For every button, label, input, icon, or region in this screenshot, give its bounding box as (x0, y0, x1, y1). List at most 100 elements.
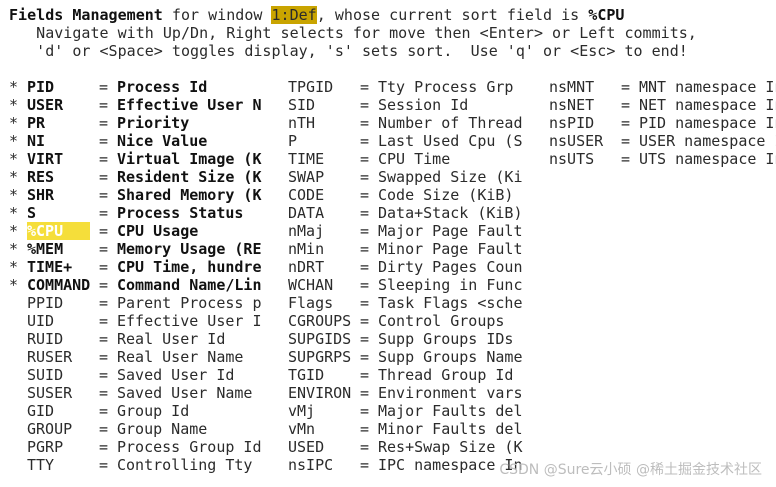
field-name-supgids[interactable]: SUPGIDS (288, 330, 352, 348)
field-name-nsuser[interactable]: nsUSER (549, 132, 604, 150)
field-separator: = (99, 78, 109, 96)
field-name-vmj[interactable]: vMj (288, 402, 316, 420)
field-name-code[interactable]: CODE (288, 186, 325, 204)
field-description: Sleeping in Func (378, 276, 523, 294)
field-description: Group Id (117, 402, 190, 420)
field-name-shr[interactable]: SHR (27, 186, 55, 204)
field-separator: = (99, 294, 109, 312)
field-name-environ[interactable]: ENVIRON (288, 384, 352, 402)
field-name-pr[interactable]: PR (27, 114, 46, 132)
field-name-nsuts[interactable]: nsUTS (549, 150, 595, 168)
field-separator: = (99, 114, 109, 132)
field-description: Major Page Fault (378, 222, 523, 240)
field-description: Res+Swap Size (K (378, 438, 523, 456)
field-description: Minor Faults del (378, 420, 523, 438)
field-name-vmn[interactable]: vMn (288, 420, 316, 438)
field-separator: = (99, 420, 109, 438)
field-name-flags[interactable]: Flags (288, 294, 334, 312)
field-name-used[interactable]: USED (288, 438, 325, 456)
field-separator: = (360, 348, 370, 366)
field-name-command[interactable]: COMMAND (27, 276, 91, 294)
field-name-ni[interactable]: NI (27, 132, 46, 150)
displayed-marker: * (9, 258, 19, 276)
field-separator: = (99, 330, 109, 348)
field-name-swap[interactable]: SWAP (288, 168, 325, 186)
field-name-data[interactable]: DATA (288, 204, 325, 222)
field-name-user[interactable]: USER (27, 96, 64, 114)
field-name-tpgid[interactable]: TPGID (288, 78, 334, 96)
field-description: Saved User Name (117, 384, 253, 402)
field-separator: = (360, 384, 370, 402)
field-name-s[interactable]: S (27, 204, 37, 222)
field-name-ruid[interactable]: RUID (27, 330, 64, 348)
field-name-tty[interactable]: TTY (27, 456, 55, 474)
field-separator: = (360, 132, 370, 150)
header-mid-text: for window (162, 6, 272, 24)
field-separator: = (99, 384, 109, 402)
field-name-time[interactable]: TIME+ (27, 258, 73, 276)
field-name-nmin[interactable]: nMin (288, 240, 325, 258)
header-line-1: Fields Management for window 1:Def, whos… (9, 6, 624, 24)
field-name-supgrps[interactable]: SUPGRPS (288, 348, 352, 366)
field-name-tgid[interactable]: TGID (288, 366, 325, 384)
field-separator: = (360, 366, 370, 384)
field-description: Group Name (117, 420, 208, 438)
field-name-suid[interactable]: SUID (27, 366, 64, 384)
field-separator: = (99, 312, 109, 330)
field-description: Supp Groups Name (378, 348, 523, 366)
field-name-virt[interactable]: VIRT (27, 150, 64, 168)
displayed-marker: * (9, 204, 19, 222)
field-description: Minor Page Fault (378, 240, 523, 258)
field-description: CPU Time (378, 150, 451, 168)
field-name-pid[interactable]: PID (27, 78, 55, 96)
displayed-marker: * (9, 132, 19, 150)
field-description: Parent Process p (117, 294, 262, 312)
window-name: 1:Def (271, 6, 317, 24)
displayed-marker: * (9, 222, 19, 240)
field-name-nmaj[interactable]: nMaj (288, 222, 325, 240)
field-description: Effective User I (117, 312, 262, 330)
field-name-wchan[interactable]: WCHAN (288, 276, 334, 294)
field-name-p[interactable]: P (288, 132, 298, 150)
field-description: Memory Usage (RE (117, 240, 262, 258)
field-description: Priority (117, 114, 190, 132)
field-description: Task Flags <sche (378, 294, 523, 312)
field-name-nsipc[interactable]: nsIPC (288, 456, 334, 474)
field-separator: = (360, 150, 370, 168)
field-description: Swapped Size (Ki (378, 168, 523, 186)
field-description: UTS namespace In (639, 150, 776, 168)
field-separator: = (360, 114, 370, 132)
field-name-ndrt[interactable]: nDRT (288, 258, 325, 276)
field-name-cgroups[interactable]: CGROUPS (288, 312, 352, 330)
field-name-pgrp[interactable]: PGRP (27, 438, 64, 456)
field-name-ppid[interactable]: PPID (27, 294, 64, 312)
field-description: Dirty Pages Coun (378, 258, 523, 276)
field-description: Process Status (117, 204, 244, 222)
field-name-mem[interactable]: %MEM (27, 240, 64, 258)
field-name-uid[interactable]: UID (27, 312, 55, 330)
field-name-nsnet[interactable]: nsNET (549, 96, 595, 114)
field-separator: = (360, 330, 370, 348)
field-name-sid[interactable]: SID (288, 96, 316, 114)
field-description: Environment vars (378, 384, 523, 402)
field-name-group[interactable]: GROUP (27, 420, 73, 438)
field-name-nth[interactable]: nTH (288, 114, 316, 132)
field-name-res[interactable]: RES (27, 168, 55, 186)
field-separator: = (99, 366, 109, 384)
field-separator: = (621, 96, 631, 114)
field-name-gid[interactable]: GID (27, 402, 55, 420)
field-description: Number of Thread (378, 114, 523, 132)
field-name-nspid[interactable]: nsPID (549, 114, 595, 132)
field-separator: = (99, 168, 109, 186)
field-name-ruser[interactable]: RUSER (27, 348, 73, 366)
field-name-time[interactable]: TIME (288, 150, 325, 168)
field-name-cpu[interactable]: %CPU (27, 222, 90, 240)
field-separator: = (360, 402, 370, 420)
field-name-nsmnt[interactable]: nsMNT (549, 78, 595, 96)
field-separator: = (99, 348, 109, 366)
field-separator: = (360, 186, 370, 204)
displayed-marker: * (9, 186, 19, 204)
field-description: IPC namespace In (378, 456, 523, 474)
field-description: Controlling Tty (117, 456, 253, 474)
field-name-suser[interactable]: SUSER (27, 384, 73, 402)
